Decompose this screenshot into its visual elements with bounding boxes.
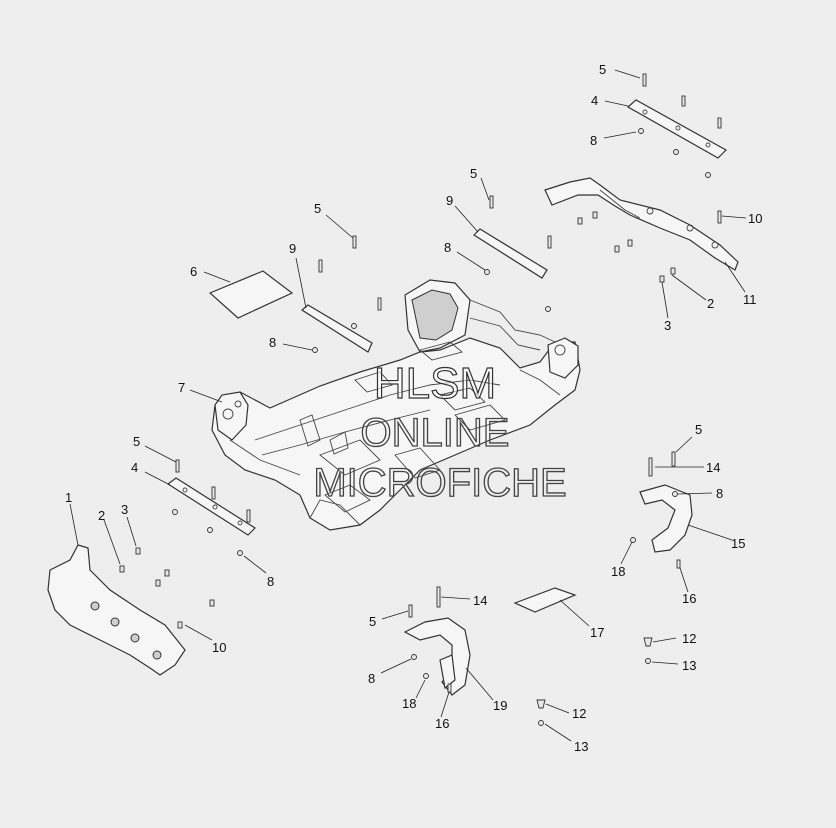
callout-5: 5 [599,62,606,77]
callout-8: 8 [590,133,597,148]
part-6-decal [208,270,294,319]
callout-5: 5 [133,434,140,449]
callout-5: 5 [369,614,376,629]
part-1-front-bumper [47,544,186,676]
callout-15: 15 [731,536,745,551]
callout-9: 9 [289,241,296,256]
callout-13: 13 [574,739,588,754]
callout-2: 2 [98,508,105,523]
callout-6: 6 [190,264,197,279]
part-9-bracket-left [300,304,373,353]
part-9-bracket-right [473,228,548,279]
callout-4: 4 [591,93,598,108]
callout-4: 4 [131,460,138,475]
callout-5: 5 [695,422,702,437]
watermark-line-3: MICROFICHE [313,461,566,505]
callout-8: 8 [444,240,451,255]
callout-labels: 5 4 8 5 9 8 5 9 6 8 7 10 11 2 3 5 4 1 2 … [65,62,762,754]
callout-3: 3 [664,318,671,333]
callout-8: 8 [269,335,276,350]
part-7-floor-body [211,279,581,531]
callout-3: 3 [121,502,128,517]
part-15-grab-handle [639,484,693,553]
callout-7: 7 [178,380,185,395]
part-11-rear-bumper [544,177,739,271]
callout-11: 11 [743,292,757,307]
watermark-line-2: ONLINE [361,411,510,455]
callout-10: 10 [748,211,762,226]
callout-5: 5 [314,201,321,216]
callout-13: 13 [682,658,696,673]
callout-18: 18 [402,696,416,711]
callout-18: 18 [611,564,625,579]
callout-8: 8 [368,671,375,686]
callout-5: 5 [470,166,477,181]
callout-14: 14 [706,460,720,475]
callout-14: 14 [473,593,487,608]
callout-2: 2 [707,296,714,311]
leader-lines [69,69,747,742]
part-4-bracket-top [626,99,727,159]
callout-16: 16 [435,716,449,731]
part-19-grab-handle [403,617,471,696]
callout-8: 8 [267,574,274,589]
fasteners [119,73,722,726]
callout-8: 8 [716,486,723,501]
watermark: HLSM ONLINE MICROFICHE [313,358,568,505]
callout-19: 19 [493,698,507,713]
part-17-pad [513,587,577,613]
callout-16: 16 [682,591,696,606]
part-4-bracket-bottom [166,477,256,536]
callout-12: 12 [572,706,586,721]
callout-12: 12 [682,631,696,646]
callout-10: 10 [212,640,226,655]
callout-1: 1 [65,490,72,505]
callout-17: 17 [590,625,604,640]
callout-9: 9 [446,193,453,208]
watermark-line-1: HLSM [374,359,496,408]
